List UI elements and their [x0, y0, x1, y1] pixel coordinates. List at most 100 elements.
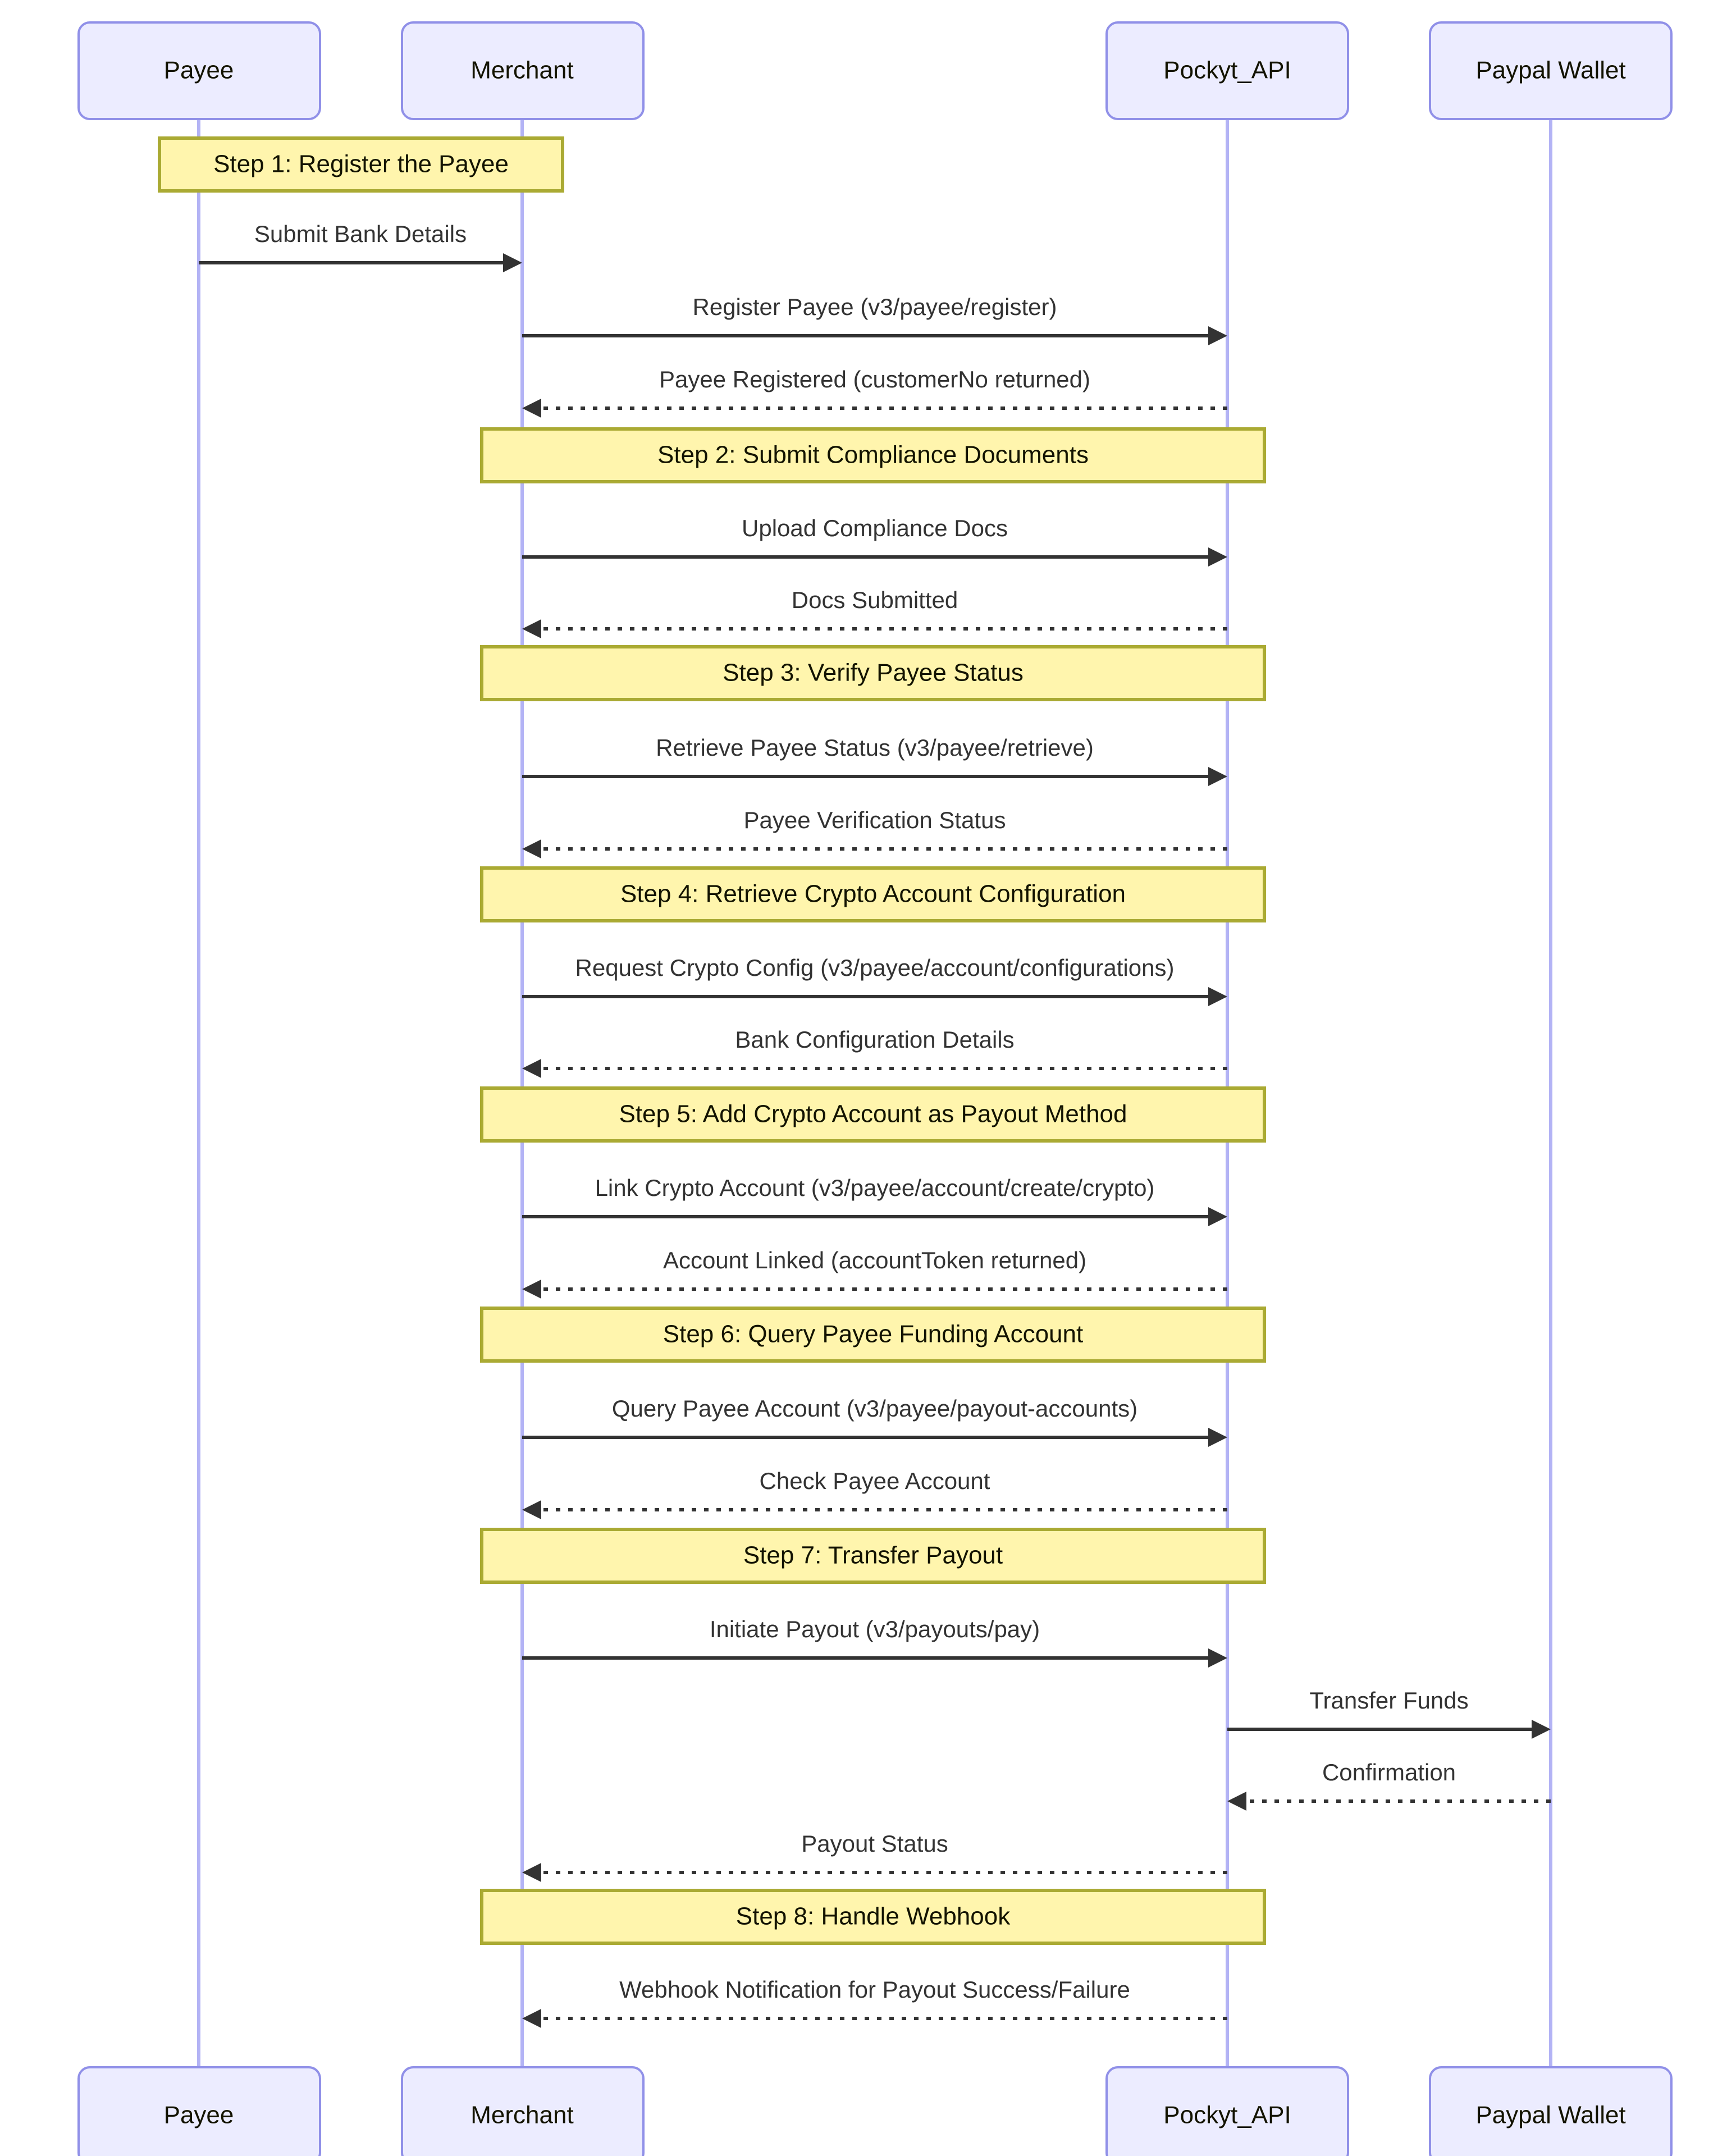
message-arrowhead-m16 — [1227, 1792, 1246, 1811]
message-label-m10: Link Crypto Account (v3/payee/account/cr… — [595, 1175, 1155, 1201]
message-arrowhead-m7 — [522, 839, 541, 858]
participant-merchant-top[interactable]: Merchant — [401, 21, 645, 120]
message-m8: Request Crypto Config (v3/payee/account/… — [522, 954, 1227, 1006]
message-label-m4: Upload Compliance Docs — [742, 515, 1008, 541]
message-label-m8: Request Crypto Config (v3/payee/account/… — [575, 954, 1175, 981]
message-m6: Retrieve Payee Status (v3/payee/retrieve… — [522, 734, 1227, 786]
message-m13: Check Payee Account — [522, 1468, 1227, 1519]
message-m17: Payout Status — [522, 1830, 1227, 1882]
note-box-step6 — [480, 1307, 1266, 1363]
participant-payee-top[interactable]: Payee — [77, 21, 321, 120]
message-m14: Initiate Payout (v3/payouts/pay) — [522, 1616, 1227, 1668]
message-label-m6: Retrieve Payee Status (v3/payee/retrieve… — [656, 734, 1094, 761]
participant-pockyt-top[interactable]: Pockyt_API — [1105, 21, 1349, 120]
message-arrowhead-m17 — [522, 1863, 541, 1882]
note-label-step1: Step 1: Register the Payee — [213, 150, 509, 178]
note-box-step2 — [480, 427, 1266, 483]
message-arrowhead-m2 — [1208, 326, 1227, 345]
participant-label-merchant: Merchant — [470, 2102, 573, 2129]
participant-label-payee: Payee — [164, 2102, 234, 2129]
participants-layer: PayeePayeeMerchantMerchantPockyt_APIPock… — [77, 21, 1673, 2156]
message-m7: Payee Verification Status — [522, 807, 1227, 858]
message-m11: Account Linked (accountToken returned) — [522, 1247, 1227, 1299]
message-arrowhead-m18 — [522, 2009, 541, 2028]
participant-label-paypal: Paypal Wallet — [1475, 57, 1625, 84]
message-label-m16: Confirmation — [1322, 1759, 1456, 1785]
note-step2: Step 2: Submit Compliance Documents — [480, 427, 1266, 483]
message-m1: Submit Bank Details — [199, 221, 522, 272]
message-arrowhead-m12 — [1208, 1428, 1227, 1447]
message-m3: Payee Registered (customerNo returned) — [522, 366, 1227, 418]
note-label-step3: Step 3: Verify Payee Status — [723, 659, 1024, 687]
note-box-step4 — [480, 866, 1266, 922]
note-box-step8 — [480, 1889, 1266, 1945]
note-label-step4: Step 4: Retrieve Crypto Account Configur… — [620, 880, 1126, 908]
note-box-step1 — [158, 136, 564, 193]
participant-box-pockyt[interactable] — [1105, 21, 1349, 120]
participant-label-pockyt: Pockyt_API — [1163, 57, 1291, 84]
note-step3: Step 3: Verify Payee Status — [480, 645, 1266, 701]
message-arrowhead-m13 — [522, 1500, 541, 1519]
message-arrowhead-m3 — [522, 399, 541, 418]
note-step7: Step 7: Transfer Payout — [480, 1528, 1266, 1584]
message-arrowhead-m8 — [1208, 987, 1227, 1006]
message-m4: Upload Compliance Docs — [522, 515, 1227, 567]
participant-box-merchant[interactable] — [401, 21, 645, 120]
participant-box-paypal[interactable] — [1429, 2066, 1673, 2156]
message-label-m15: Transfer Funds — [1309, 1687, 1468, 1714]
note-label-step7: Step 7: Transfer Payout — [743, 1542, 1003, 1569]
participant-box-merchant[interactable] — [401, 2066, 645, 2156]
participant-label-pockyt: Pockyt_API — [1163, 2102, 1291, 2129]
message-label-m2: Register Payee (v3/payee/register) — [693, 294, 1057, 320]
note-step5: Step 5: Add Crypto Account as Payout Met… — [480, 1086, 1266, 1143]
note-box-step3 — [480, 645, 1266, 701]
participant-box-payee[interactable] — [77, 2066, 321, 2156]
note-label-step2: Step 2: Submit Compliance Documents — [657, 441, 1089, 469]
participant-box-payee[interactable] — [77, 21, 321, 120]
message-arrowhead-m1 — [503, 253, 522, 272]
message-m16: Confirmation — [1227, 1759, 1551, 1811]
participant-box-pockyt[interactable] — [1105, 2066, 1349, 2156]
participant-label-merchant: Merchant — [470, 57, 573, 84]
message-m2: Register Payee (v3/payee/register) — [522, 294, 1227, 345]
note-label-step5: Step 5: Add Crypto Account as Payout Met… — [619, 1100, 1127, 1128]
participant-paypal-top[interactable]: Paypal Wallet — [1429, 21, 1673, 120]
message-m15: Transfer Funds — [1227, 1687, 1551, 1739]
message-arrowhead-m14 — [1208, 1648, 1227, 1668]
participant-label-payee: Payee — [164, 57, 234, 84]
note-box-step5 — [480, 1086, 1266, 1143]
message-arrowhead-m10 — [1208, 1207, 1227, 1226]
message-arrowhead-m15 — [1532, 1720, 1551, 1739]
participant-merchant-bottom[interactable]: Merchant — [401, 2066, 645, 2156]
message-m12: Query Payee Account (v3/payee/payout-acc… — [522, 1395, 1227, 1447]
message-arrowhead-m11 — [522, 1280, 541, 1299]
message-arrowhead-m5 — [522, 619, 541, 638]
participant-label-paypal: Paypal Wallet — [1475, 2102, 1625, 2129]
message-m9: Bank Configuration Details — [522, 1026, 1227, 1078]
message-label-m11: Account Linked (accountToken returned) — [663, 1247, 1086, 1273]
message-label-m18: Webhook Notification for Payout Success/… — [619, 1976, 1130, 2003]
message-m18: Webhook Notification for Payout Success/… — [522, 1976, 1227, 2028]
message-arrowhead-m4 — [1208, 547, 1227, 567]
message-label-m7: Payee Verification Status — [744, 807, 1006, 833]
note-step8: Step 8: Handle Webhook — [480, 1889, 1266, 1945]
note-label-step8: Step 8: Handle Webhook — [736, 1903, 1011, 1930]
participant-pockyt-bottom[interactable]: Pockyt_API — [1105, 2066, 1349, 2156]
participant-payee-bottom[interactable]: Payee — [77, 2066, 321, 2156]
note-step4: Step 4: Retrieve Crypto Account Configur… — [480, 866, 1266, 922]
note-step1: Step 1: Register the Payee — [158, 136, 564, 193]
note-step6: Step 6: Query Payee Funding Account — [480, 1307, 1266, 1363]
message-label-m9: Bank Configuration Details — [735, 1026, 1014, 1053]
participant-paypal-bottom[interactable]: Paypal Wallet — [1429, 2066, 1673, 2156]
message-label-m17: Payout Status — [801, 1830, 948, 1857]
message-m5: Docs Submitted — [522, 587, 1227, 638]
message-label-m1: Submit Bank Details — [254, 221, 467, 247]
message-label-m5: Docs Submitted — [792, 587, 958, 613]
message-arrowhead-m9 — [522, 1059, 541, 1078]
participant-box-paypal[interactable] — [1429, 21, 1673, 120]
message-label-m12: Query Payee Account (v3/payee/payout-acc… — [612, 1395, 1137, 1422]
